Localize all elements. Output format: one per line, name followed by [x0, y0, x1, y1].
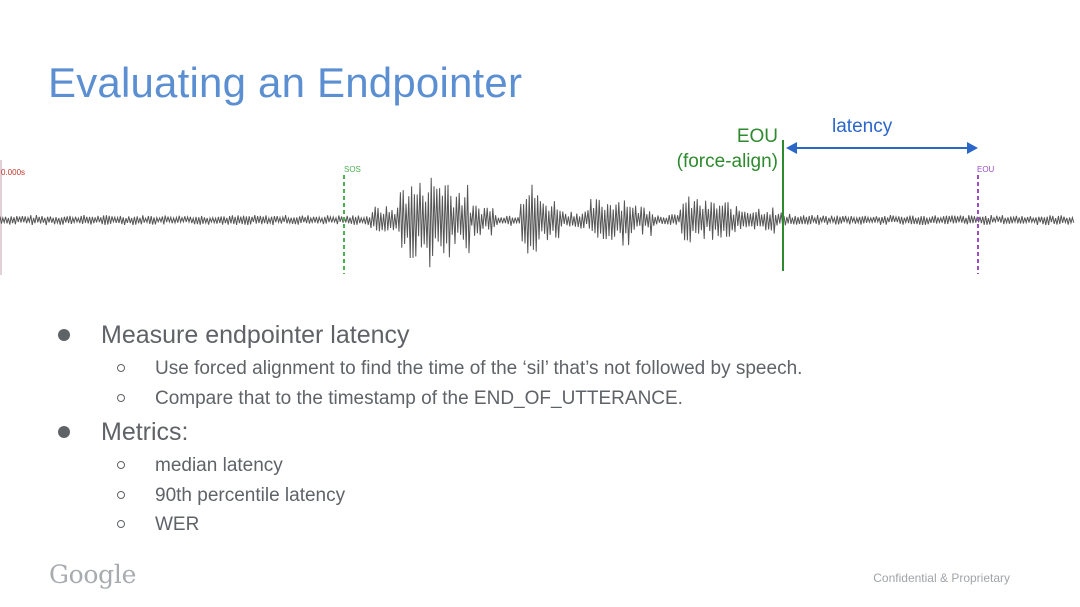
bullet-dot-icon — [58, 426, 70, 438]
sub-bullet: Compare that to the timestamp of the END… — [58, 384, 1058, 414]
latency-arrow-right-head — [967, 142, 978, 154]
latency-label: latency — [832, 116, 893, 137]
start-time-marker: 0.000s — [1, 168, 26, 177]
confidential-footer: Confidential & Proprietary — [873, 571, 1010, 585]
sub-bullet-ring-icon — [117, 490, 125, 499]
slide-title: Evaluating an Endpointer — [48, 59, 523, 106]
sub-bullet-ring-icon — [117, 461, 125, 469]
eou-force-align-label: EOU (force-align) — [650, 124, 778, 174]
sub-bullet-text: median latency — [155, 455, 283, 476]
waveform-svg — [0, 140, 1075, 275]
sub-bullet-text: Compare that to the timestamp of the END… — [155, 387, 683, 409]
sub-bullet-text: WER — [155, 514, 200, 535]
sos-marker-label: SOS — [344, 165, 361, 174]
eou-marker-label: EOU — [977, 165, 995, 174]
sub-bullet: Use forced alignment to find the time of… — [58, 354, 1058, 384]
bullet-text: Metrics: — [101, 418, 189, 446]
waveform-trace — [0, 177, 1075, 268]
sub-bullet-text: Use forced alignment to find the time of… — [155, 358, 803, 379]
sub-bullet: median latency — [58, 451, 1058, 481]
bullet-list: Measure endpointer latency Use forced al… — [58, 316, 1058, 540]
sub-bullet: 90th percentile latency — [58, 481, 1058, 511]
bullet-dot-icon — [58, 329, 70, 341]
bullet-metrics: Metrics: — [58, 413, 1058, 451]
sub-bullet-ring-icon — [117, 364, 125, 372]
sub-bullet-ring-icon — [117, 520, 125, 528]
bullet-text: Measure endpointer latency — [101, 321, 410, 349]
google-logo: Google — [49, 560, 137, 589]
eou-force-align-label-line1: EOU — [736, 126, 778, 147]
bullet-measure-latency: Measure endpointer latency — [58, 316, 1058, 354]
sub-bullet-text: 90th percentile latency — [155, 484, 346, 506]
sub-bullet: WER — [58, 510, 1058, 540]
eou-force-align-label-line2: (force-align) — [676, 151, 778, 172]
latency-arrow-left-head — [786, 142, 797, 154]
sub-bullet-ring-icon — [117, 393, 125, 402]
waveform-figure — [0, 110, 1080, 280]
